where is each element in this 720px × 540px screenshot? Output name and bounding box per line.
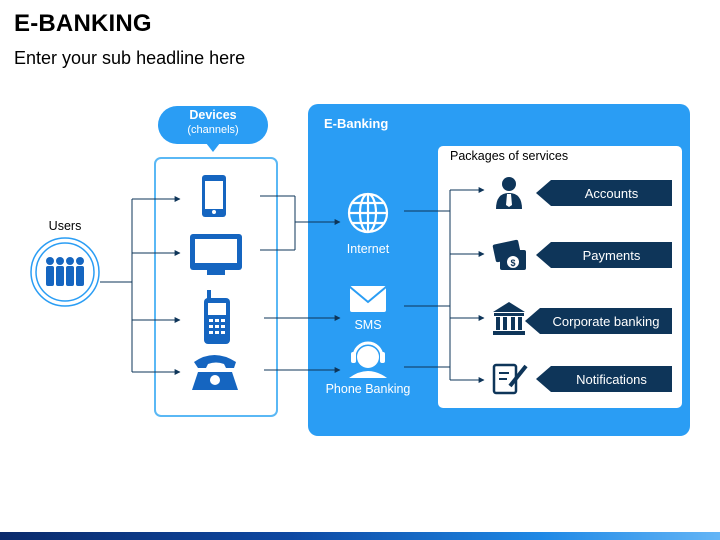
devices-bubble-title: Devices — [189, 108, 237, 122]
devices-bubble — [158, 106, 268, 152]
user-account-icon — [496, 177, 522, 209]
page-title: E-BANKING — [14, 10, 152, 37]
notifications-arrow — [536, 366, 672, 392]
svg-text:$: $ — [510, 258, 515, 268]
channel-connectors — [260, 195, 341, 373]
channel-sms-label: SMS — [354, 318, 382, 332]
bottom-accent-bar — [0, 532, 720, 540]
payments-arrow — [536, 242, 672, 268]
smartphone-icon — [202, 175, 226, 217]
globe-icon — [347, 192, 389, 234]
devices-bubble-subtitle: (channels) — [187, 124, 239, 136]
package-corporate-banking-label: Corporate banking — [552, 314, 660, 329]
card-payment-icon: $ — [492, 239, 526, 270]
devices-box — [154, 157, 278, 417]
package-notifications-label: Notifications — [576, 372, 647, 387]
ebanking-title: E-Banking — [324, 116, 389, 131]
channel-phone-banking-label: Phone Banking — [325, 382, 411, 396]
accounts-arrow — [536, 180, 672, 206]
package-connectors — [404, 187, 485, 383]
envelope-icon — [349, 286, 387, 312]
document-pen-icon — [492, 363, 528, 395]
package-accounts-label: Accounts — [584, 186, 639, 201]
users-icon — [30, 237, 100, 307]
mobile-phone-icon — [204, 290, 230, 344]
headset-icon — [349, 341, 387, 378]
packages-panel — [438, 146, 682, 408]
corporate-banking-arrow — [525, 308, 672, 334]
monitor-icon — [190, 234, 242, 275]
users-connectors — [100, 196, 181, 375]
packages-title: Packages of services — [450, 149, 569, 163]
bank-building-icon — [493, 302, 525, 335]
users-label: Users — [48, 219, 82, 233]
telephone-icon — [192, 355, 238, 390]
package-arrows — [525, 180, 672, 392]
channel-internet-label: Internet — [346, 242, 390, 256]
page-subtitle: Enter your sub headline here — [14, 48, 246, 68]
package-payments-label: Payments — [582, 248, 641, 263]
